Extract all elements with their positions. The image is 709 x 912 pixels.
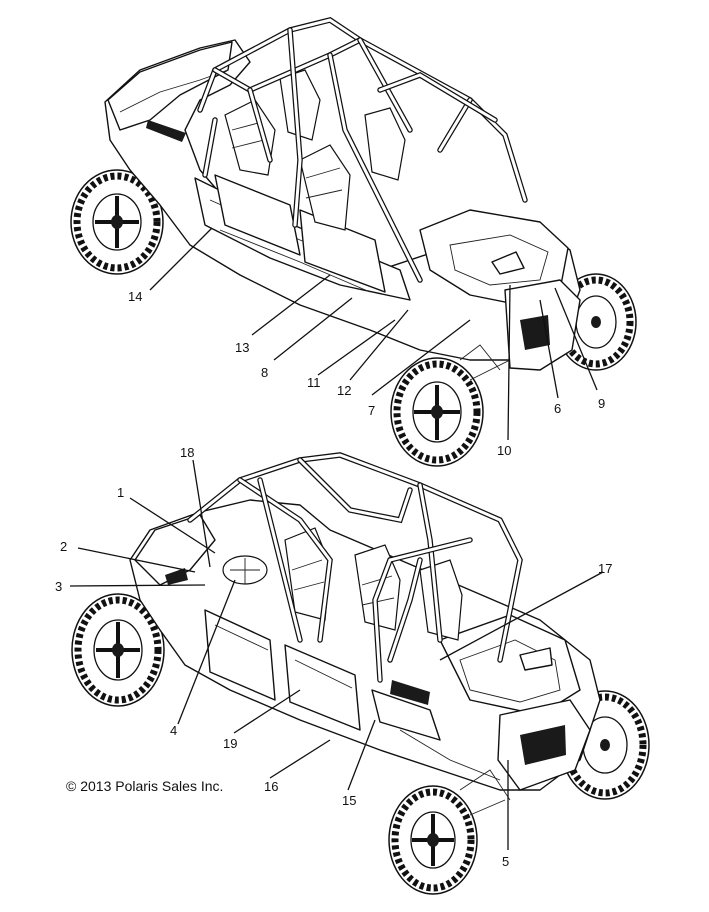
wheel-rear-left-2 [71, 593, 165, 707]
door-front [299, 209, 386, 293]
callout-13: 13 [235, 340, 249, 355]
callout-11: 11 [307, 375, 321, 390]
callout-17: 17 [598, 561, 612, 576]
leader-lines-top [149, 227, 598, 441]
door-front-2 [284, 644, 361, 731]
seat-rear-left [224, 99, 276, 176]
wheel-front-left [390, 357, 484, 467]
callout-9: 9 [598, 396, 605, 411]
seat-rear-right [279, 69, 321, 141]
door-rear [214, 174, 301, 256]
callouts: 14 13 8 11 12 7 10 6 9 18 1 2 3 4 19 16 … [55, 289, 612, 869]
callout-18: 18 [180, 445, 194, 460]
vehicle-rear-view [70, 17, 637, 467]
roll-cage-bottom [187, 452, 523, 683]
callout-8: 8 [261, 365, 268, 380]
callout-2: 2 [60, 539, 67, 554]
wheel-rear-left [70, 169, 164, 275]
callout-16: 16 [264, 779, 278, 794]
callout-5: 5 [502, 854, 509, 869]
callout-4: 4 [170, 723, 177, 738]
seat-front-left [299, 144, 351, 231]
callout-7: 7 [368, 403, 375, 418]
callout-14: 14 [128, 289, 142, 304]
callout-6: 6 [554, 401, 561, 416]
callout-19: 19 [223, 736, 237, 751]
door-rear-2 [204, 609, 276, 701]
callout-15: 15 [342, 793, 356, 808]
seat-rear-2 [419, 559, 463, 641]
copyright-notice: © 2013 Polaris Sales Inc. [66, 778, 224, 794]
vehicle-front-view [71, 452, 650, 895]
seat-front-right [364, 107, 406, 181]
leader-lines-bottom [69, 459, 604, 850]
roll-cage-top [197, 17, 528, 283]
callout-12: 12 [337, 383, 351, 398]
callout-1: 1 [117, 485, 124, 500]
callout-3: 3 [55, 579, 62, 594]
callout-10: 10 [497, 443, 511, 458]
wheel-front-left-2 [388, 785, 478, 895]
